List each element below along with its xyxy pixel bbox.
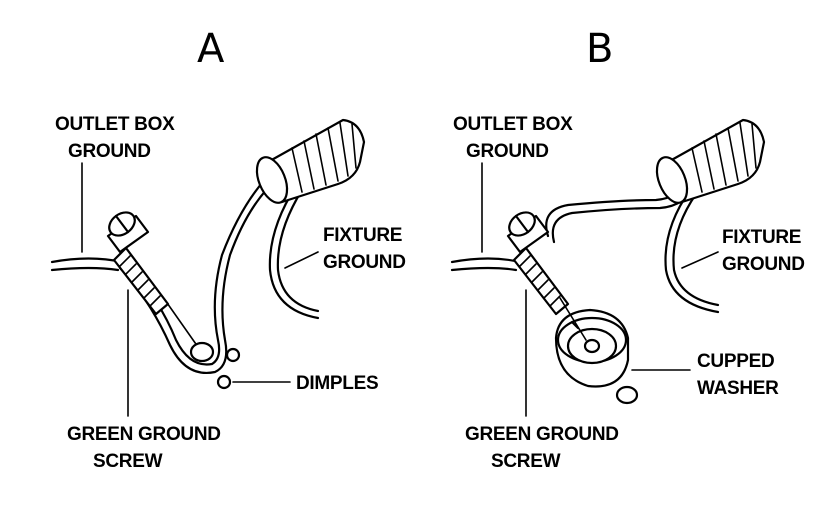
cupped-washer-icon <box>554 308 630 388</box>
label-outlet-box-ground-b-1: OUTLET BOX <box>453 114 573 135</box>
label-cupped-washer-2: WASHER <box>697 378 779 399</box>
label-green-ground-screw-a-1: GREEN GROUND <box>67 424 221 445</box>
label-cupped-washer-1: CUPPED <box>697 351 774 372</box>
dimple-icon <box>216 374 232 390</box>
dimple-icon <box>615 385 639 405</box>
wire-nut-a <box>249 118 366 209</box>
label-outlet-box-ground-a-2: GROUND <box>68 141 151 162</box>
label-green-ground-screw-b-2: SCREW <box>491 451 561 472</box>
label-outlet-box-ground-b-2: GROUND <box>466 141 549 162</box>
panel-b: B OUTLET BOX GROUND FIXTURE GRO <box>450 26 805 472</box>
label-outlet-box-ground-a-1: OUTLET BOX <box>55 114 175 135</box>
label-green-ground-screw-a-2: SCREW <box>93 451 163 472</box>
panel-a: A OUTLET BOX GROUND FIXTURE GROUND DIMPL… <box>50 26 406 472</box>
wire-nut-b <box>649 118 766 209</box>
label-dimples: DIMPLES <box>296 373 378 394</box>
label-fixture-ground-b-1: FIXTURE <box>722 227 801 248</box>
panel-a-letter: A <box>197 26 225 72</box>
label-fixture-ground-a-2: GROUND <box>323 252 406 273</box>
dimple-icon <box>225 347 241 363</box>
ground-screw-a <box>103 206 170 316</box>
label-fixture-ground-a-1: FIXTURE <box>323 225 402 246</box>
dimple-hole-a <box>189 341 215 363</box>
label-fixture-ground-b-2: GROUND <box>722 254 805 275</box>
label-green-ground-screw-b-1: GREEN GROUND <box>465 424 619 445</box>
panel-b-letter: B <box>586 26 613 72</box>
ground-screw-b <box>503 206 570 316</box>
